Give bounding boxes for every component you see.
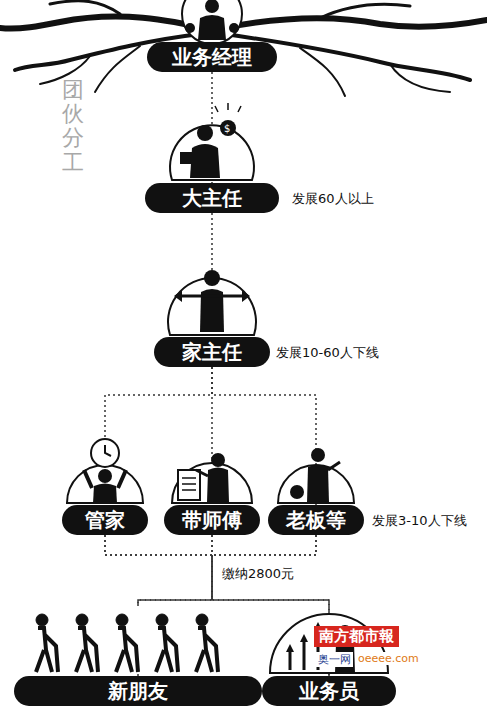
role-label-pill: 大主任 (145, 183, 279, 213)
role-label-pill: 管家 (62, 505, 148, 535)
watermark: 奥一网 (316, 652, 353, 667)
butler-icon (67, 439, 143, 503)
watermark: oeeee.com (356, 652, 421, 665)
role-label-pill: 业务经理 (147, 42, 277, 72)
role-name: 带师傅 (182, 508, 242, 532)
svg-text:$: $ (224, 123, 230, 134)
role-label-pill: 业务员 (262, 676, 396, 706)
family-head-icon (168, 270, 256, 335)
mentor-icon (172, 453, 252, 503)
note-text: 发展3-10人下线 (372, 512, 467, 530)
new-friends-figures (15, 606, 259, 674)
role-name: 家主任 (182, 340, 242, 364)
role-label-pill: 家主任 (154, 337, 270, 367)
note-text: 发展60人以上 (292, 190, 374, 208)
director-icon: $ (170, 103, 254, 180)
manager-icon (182, 0, 242, 44)
payment-note: 缴纳2800元 (222, 565, 294, 583)
role-label-pill: 老板等 (268, 505, 364, 535)
role-name: 新朋友 (108, 679, 168, 703)
role-name: 大主任 (182, 186, 242, 210)
role-label-pill: 带师傅 (164, 505, 260, 535)
role-name: 管家 (85, 508, 125, 532)
role-label-pill: 新朋友 (14, 676, 262, 706)
note-text: 发展10-60人下线 (276, 344, 379, 362)
watermark: 南方都市報 (314, 626, 399, 647)
boss-icon (278, 448, 354, 503)
role-name: 业务员 (299, 679, 359, 703)
role-name: 业务经理 (172, 45, 252, 69)
vertical-title: 团伙分工 (62, 78, 84, 175)
role-name: 老板等 (286, 508, 346, 532)
